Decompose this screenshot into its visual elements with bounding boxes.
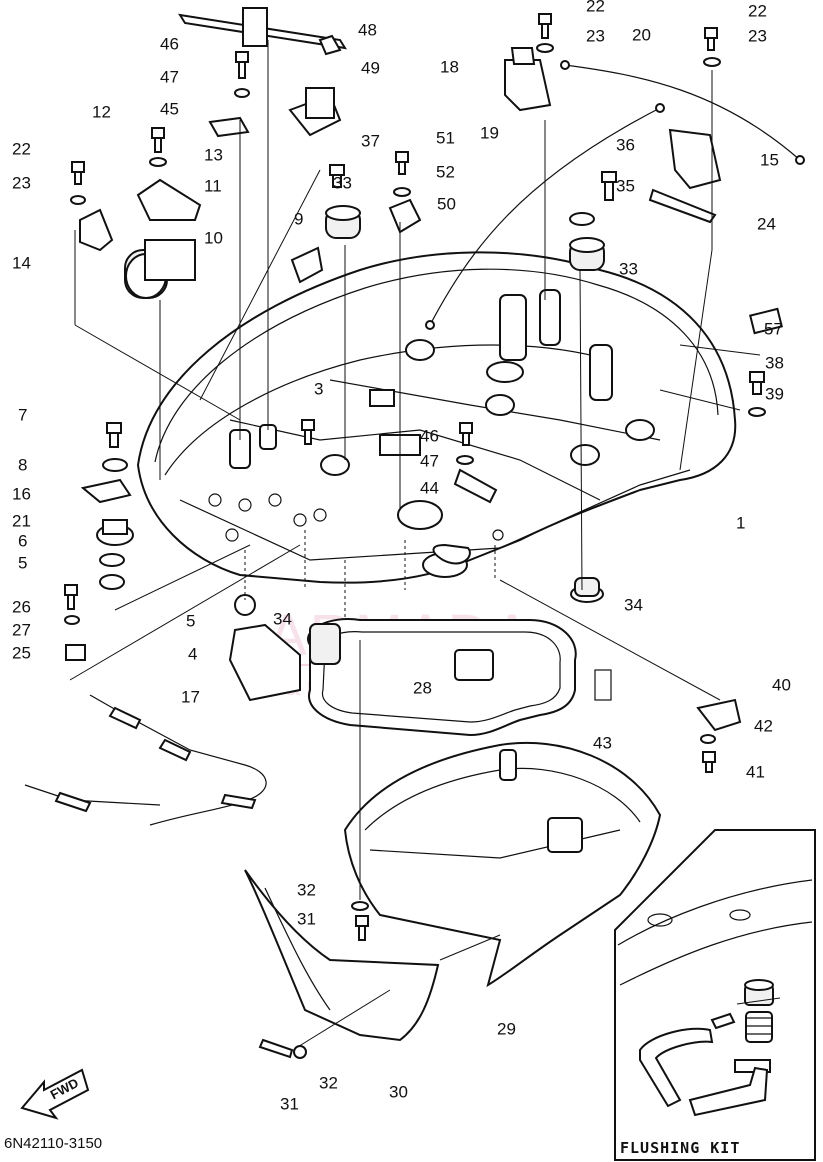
callout-label: 30	[389, 1082, 408, 1101]
callout-label: 46	[420, 426, 439, 445]
callout-label: 46	[160, 34, 179, 53]
callout-label: 1	[736, 513, 745, 532]
fwd-direction-arrow: FWD	[20, 1068, 90, 1120]
callout-label: 37	[361, 131, 380, 150]
callout-label: 40	[772, 675, 791, 694]
callout-label: 32	[297, 880, 316, 899]
callout-label: 8	[18, 455, 27, 474]
callout-label: 42	[754, 716, 773, 735]
callout-label: 49	[361, 58, 380, 77]
callout-label: 16	[12, 484, 31, 503]
callout-label: 15	[760, 150, 779, 169]
callout-label: 23	[12, 173, 31, 192]
callout-label: 34	[624, 595, 643, 614]
callout-label: 43	[593, 733, 612, 752]
callout-label: 11	[204, 176, 222, 195]
callout-label: 50	[437, 194, 456, 213]
callout-label: 39	[765, 384, 784, 403]
callout-label: 13	[204, 145, 223, 164]
cables	[24, 60, 805, 826]
callout-label: 47	[420, 451, 439, 470]
brackets	[65, 7, 783, 732]
callout-label: 32	[319, 1073, 338, 1092]
cowling-seal	[307, 618, 612, 737]
grommets	[124, 205, 605, 665]
callout-label: 22	[586, 0, 605, 15]
callout-label: 38	[765, 353, 784, 372]
flushing-kit-inset: FLUSHING KIT	[614, 829, 816, 1161]
callout-label: 33	[619, 259, 638, 278]
side-cover	[244, 869, 440, 1042]
callout-label: 31	[280, 1094, 299, 1113]
callout-label: 33	[333, 173, 352, 192]
callout-label: 12	[92, 102, 111, 121]
callout-label: 47	[160, 67, 179, 86]
callout-label: 20	[632, 25, 651, 44]
callout-label: 57	[764, 319, 783, 338]
callout-label: 3	[314, 379, 323, 398]
callout-label: 17	[181, 687, 200, 706]
drawing-reference-code: 6N42110-3150	[4, 1135, 102, 1152]
callout-label: 28	[413, 678, 432, 697]
callout-label: 9	[294, 209, 303, 228]
apron-lower	[343, 741, 662, 988]
callout-label: 36	[616, 135, 635, 154]
callout-label: 51	[436, 128, 455, 147]
leader-lines	[69, 40, 761, 1049]
callout-label: 45	[160, 99, 179, 118]
callout-label: 44	[420, 478, 439, 497]
callout-label: 14	[12, 253, 31, 272]
callout-label: 22	[748, 1, 767, 20]
callout-label: 25	[12, 643, 31, 662]
callout-label: 48	[358, 20, 377, 39]
callout-label: 35	[616, 176, 635, 195]
callout-label: 21	[12, 511, 31, 530]
callout-label: 22	[12, 139, 31, 158]
callout-label: 29	[497, 1019, 516, 1038]
callout-label: 23	[748, 26, 767, 45]
callout-label: 5	[186, 611, 195, 630]
callout-label: 24	[757, 214, 776, 233]
callout-label: 19	[480, 123, 499, 142]
callout-label: 10	[204, 228, 223, 247]
callout-label: 41	[746, 762, 765, 781]
callout-label: 34	[273, 609, 292, 628]
callout-label: 5	[18, 553, 27, 572]
callout-label: 7	[18, 405, 27, 424]
callout-label: 26	[12, 597, 31, 616]
callout-label: 6	[18, 531, 27, 550]
flushing-kit-title: FLUSHING KIT	[620, 1139, 740, 1157]
callout-label: 52	[436, 162, 455, 181]
callout-label: 18	[440, 57, 459, 76]
callout-label: 23	[586, 26, 605, 45]
callout-label: 27	[12, 620, 31, 639]
callout-label: 4	[188, 644, 197, 663]
callout-label: 31	[297, 909, 316, 928]
bottom-cowling	[136, 251, 737, 584]
